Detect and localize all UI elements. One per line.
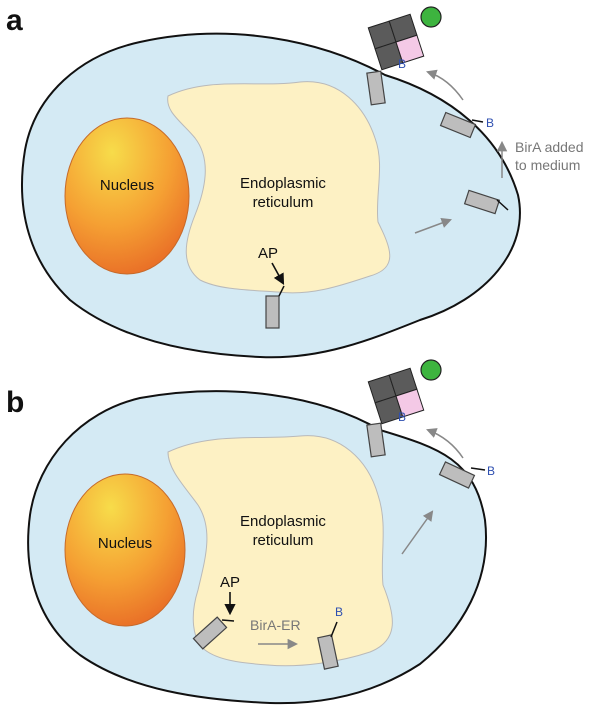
panel-a-letter: a [6, 4, 23, 37]
ap-tag-b [221, 619, 235, 622]
biotin-label-1-a: B [486, 116, 494, 130]
receptor-streptavidin-bound-a [366, 70, 386, 106]
er-label-line1-a: Endoplasmic [240, 175, 326, 192]
bira-note-line1-a: BirA added [515, 139, 584, 155]
biotin-label-er-b: B [335, 605, 343, 619]
biotin-linker-a [471, 119, 484, 123]
receptor-streptavidin-bound-b [366, 422, 386, 458]
biotin-linker-er-b [330, 621, 338, 638]
biotin-label-streptavidin-b: B [398, 410, 406, 424]
streptavidin-tetramer-a [367, 13, 425, 71]
bira-note-line2-a: to medium [515, 157, 580, 173]
traffic-arrow-3-a [426, 69, 464, 101]
ap-label-a: AP [258, 245, 278, 262]
receptor-er-a [265, 295, 280, 329]
ap-label-b: AP [220, 574, 240, 591]
traffic-arrow-2-b [426, 428, 464, 459]
receptor-er-unlabeled-b [192, 616, 228, 650]
panel-b: b Nucleus Endoplasmic reticulum AP BirA-… [6, 359, 495, 705]
ap-tag-a [278, 285, 285, 297]
streptavidin-tetramer-b [367, 367, 425, 425]
nucleus-b [64, 473, 186, 627]
nucleus-a [64, 117, 190, 275]
receptor-membrane-unlabeled-a [463, 189, 501, 215]
er-label-line2-a: reticulum [253, 194, 314, 211]
er-label-line1-b: Endoplasmic [240, 513, 326, 530]
nucleus-label-b: Nucleus [98, 535, 152, 552]
ap-arrow-a [271, 262, 285, 285]
ap-tag-membrane-a [496, 199, 509, 211]
traffic-arrow-1-b [401, 510, 434, 555]
ligand-a [420, 6, 442, 28]
receptor-membrane-biotinylated-a [439, 111, 477, 139]
er-b [167, 435, 393, 667]
biotin-label-membrane-b: B [487, 464, 495, 478]
receptor-er-biotinylated-b [317, 634, 339, 670]
bira-er-label-b: BirA-ER [250, 617, 301, 633]
panel-a: a Nucleus Endoplasmic reticulum AP B Bir… [6, 4, 584, 359]
er-label-line2-b: reticulum [253, 532, 314, 549]
receptor-membrane-biotinylated-b [438, 461, 476, 489]
biotin-linker-membrane-b [470, 467, 486, 471]
panel-b-letter: b [6, 386, 24, 419]
traffic-arrow-1-a [414, 218, 452, 234]
nucleus-label-a: Nucleus [100, 177, 154, 194]
er-a [167, 81, 391, 294]
ligand-b [420, 359, 442, 381]
biotin-label-2-a: B [398, 57, 406, 71]
